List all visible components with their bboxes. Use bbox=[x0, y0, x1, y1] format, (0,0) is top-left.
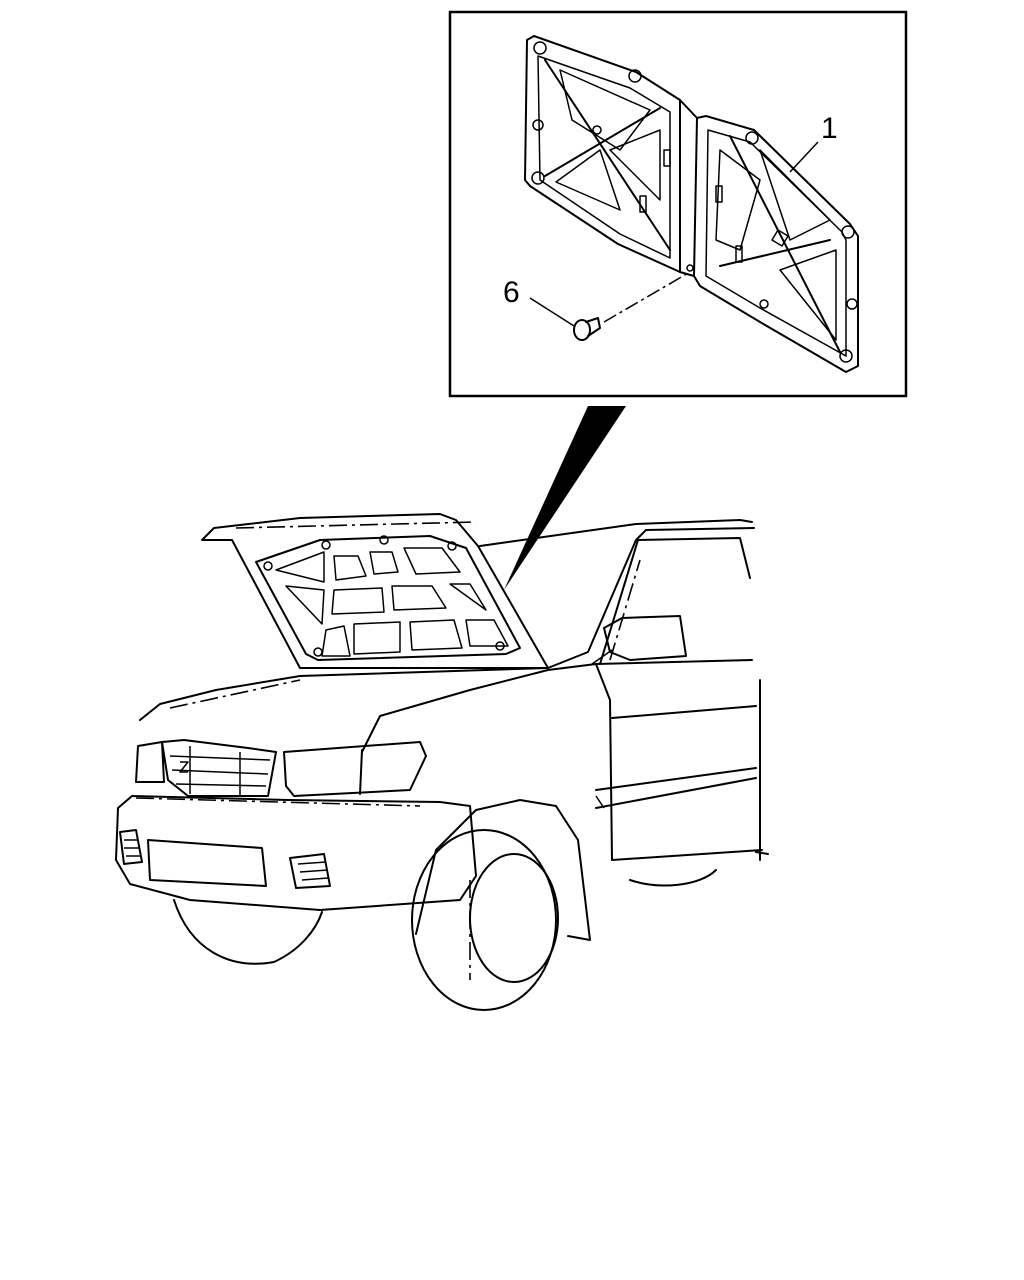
part-callout-1: 1 bbox=[821, 112, 838, 145]
clip-fastener bbox=[573, 317, 601, 341]
part-callout-6: 6 bbox=[503, 276, 520, 309]
vehicle-front-view bbox=[115, 513, 769, 1011]
hood-insulator-panel bbox=[524, 35, 859, 373]
detail-pointer bbox=[504, 406, 626, 590]
assembly-axis-line bbox=[603, 271, 691, 323]
leader-line-1 bbox=[789, 141, 819, 173]
detail-inset bbox=[448, 10, 908, 398]
leader-line-6 bbox=[529, 297, 575, 327]
